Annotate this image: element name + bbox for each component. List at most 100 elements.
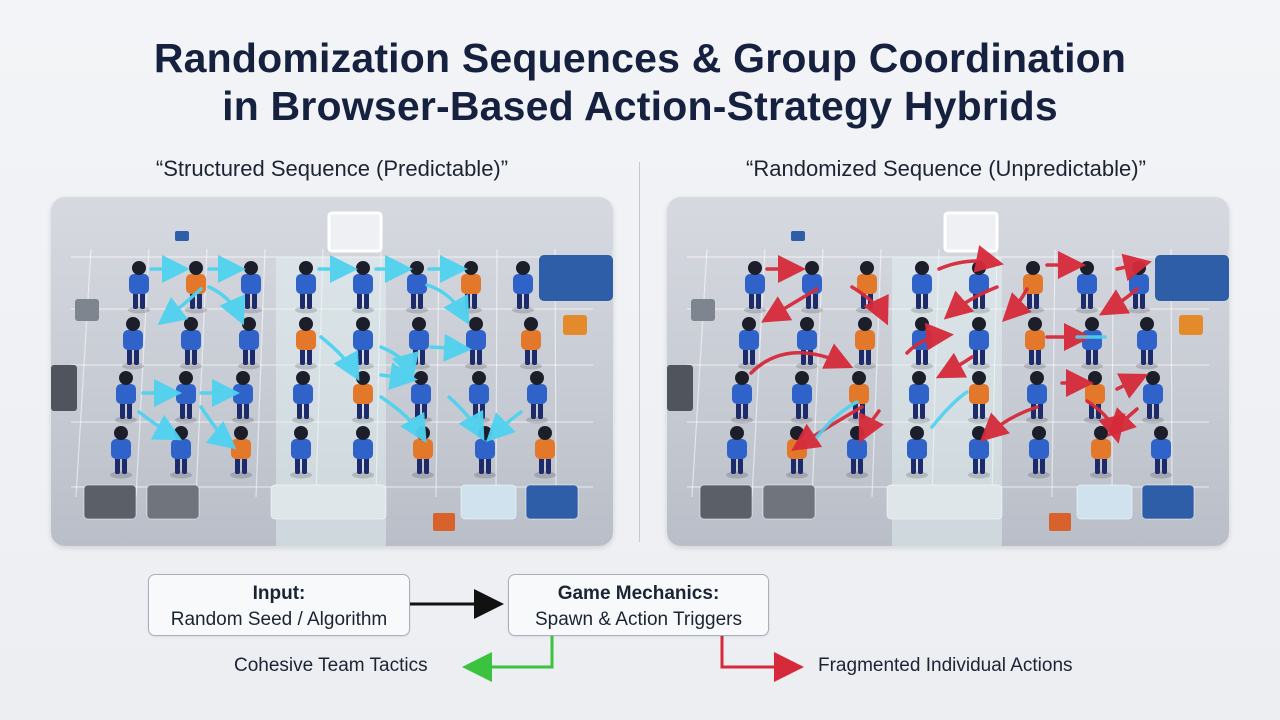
unit-figure (240, 261, 262, 314)
unit-figure (1090, 426, 1112, 479)
unit-figure (115, 371, 137, 424)
unit-figure (738, 317, 760, 370)
game-mechanics-body: Spawn & Action Triggers (535, 609, 742, 630)
structured-sequence-panel (51, 197, 613, 546)
unit-figure (1150, 426, 1172, 479)
game-mechanics-box: Game Mechanics: Spawn & Action Triggers (508, 574, 769, 636)
unit-figure (352, 261, 374, 314)
unit-figure (786, 426, 808, 479)
input-box-title: Input: (252, 583, 306, 604)
unit-figure (352, 371, 374, 424)
small-panel (75, 299, 99, 321)
unit-figure (801, 261, 823, 314)
unit-figure (180, 317, 202, 370)
unit-figure (731, 371, 753, 424)
unit-figure (726, 426, 748, 479)
input-box: Input: Random Seed / Algorithm (148, 574, 410, 636)
unit-figure (791, 371, 813, 424)
gray-block (667, 365, 693, 411)
unit-figure (911, 261, 933, 314)
structured-caption: “Structured Sequence (Predictable)” (155, 156, 509, 181)
base-platform (270, 484, 387, 520)
unit-figure (1026, 371, 1048, 424)
rotate-pad (1076, 484, 1133, 520)
structured-formation-illustration (51, 211, 613, 546)
game-mechanics-title: Game Mechanics: (557, 583, 720, 604)
unit-figure (128, 261, 150, 314)
page-title: Randomization Sequences & Group Coordina… (0, 34, 1280, 130)
unit-figure (520, 317, 542, 370)
orange-crate (433, 513, 455, 531)
unit-figure (1136, 317, 1158, 370)
unit-figure (1028, 426, 1050, 479)
input-box-body: Random Seed / Algorithm (170, 609, 388, 630)
base-platform (886, 484, 1003, 520)
unit-figure (474, 426, 496, 479)
unit-figure (408, 317, 430, 370)
unit-figure (468, 371, 490, 424)
unit-figure (175, 371, 197, 424)
unit-figure (744, 261, 766, 314)
orange-block (1179, 315, 1203, 335)
unit-figure (295, 317, 317, 370)
unit-figure (1076, 261, 1098, 314)
fragmented-outcome-arrow (720, 636, 804, 682)
unit-figure (460, 261, 482, 314)
spawn-zone-frame (327, 211, 383, 253)
floor-tile (83, 484, 137, 520)
unit-figure (232, 371, 254, 424)
floor-tile (146, 484, 200, 520)
unit-figure (406, 261, 428, 314)
movement-arrows (137, 255, 523, 450)
movement-arrows (749, 245, 1152, 451)
title-line-1: Randomization Sequences & Group Coordina… (153, 35, 1127, 81)
spawn-zone-frame (943, 211, 999, 253)
unit-figure (1128, 261, 1150, 314)
unit-figure (512, 261, 534, 314)
blue-structure (539, 255, 613, 301)
cohesive-outcome-arrow (462, 636, 554, 682)
unit-figure (465, 317, 487, 370)
floor-tile (699, 484, 753, 520)
unit-figure (1024, 317, 1046, 370)
unit-figure (968, 317, 990, 370)
unit-figure (292, 371, 314, 424)
small-cube (791, 231, 805, 241)
unit-figure (410, 371, 432, 424)
unit-figure (846, 426, 868, 479)
title-line-2: in Browser-Based Action-Strategy Hybrids (222, 83, 1058, 129)
blue-structure (1155, 255, 1229, 301)
panel-divider (639, 162, 640, 542)
unit-figure (1081, 317, 1103, 370)
small-panel (691, 299, 715, 321)
orange-block (563, 315, 587, 335)
unit-figure (534, 426, 556, 479)
orange-crate (1049, 513, 1071, 531)
unit-figure (908, 371, 930, 424)
unit-figure (110, 426, 132, 479)
unit-figure (290, 426, 312, 479)
floor-tile (762, 484, 816, 520)
unit-figure (295, 261, 317, 314)
unit-figure (848, 371, 870, 424)
unit-figure (352, 426, 374, 479)
rotate-pad (460, 484, 517, 520)
small-cube (175, 231, 189, 241)
randomized-formation-illustration (667, 211, 1229, 546)
unit-figure (906, 426, 928, 479)
cohesive-tactics-label: Cohesive Team Tactics (234, 655, 428, 676)
unit-figure (796, 317, 818, 370)
unit-figure (526, 371, 548, 424)
randomized-sequence-panel (667, 197, 1229, 546)
blue-block (525, 484, 579, 520)
gray-block (51, 365, 77, 411)
unit-figure (122, 317, 144, 370)
fragmented-actions-label: Fragmented Individual Actions (818, 655, 1073, 676)
unit-figure (1022, 261, 1044, 314)
unit-figure (230, 426, 252, 479)
randomized-caption: “Randomized Sequence (Unpredictable)” (746, 156, 1146, 181)
blue-block (1141, 484, 1195, 520)
unit-figure (238, 317, 260, 370)
unit-figure (854, 317, 876, 370)
unit-figure (185, 261, 207, 314)
